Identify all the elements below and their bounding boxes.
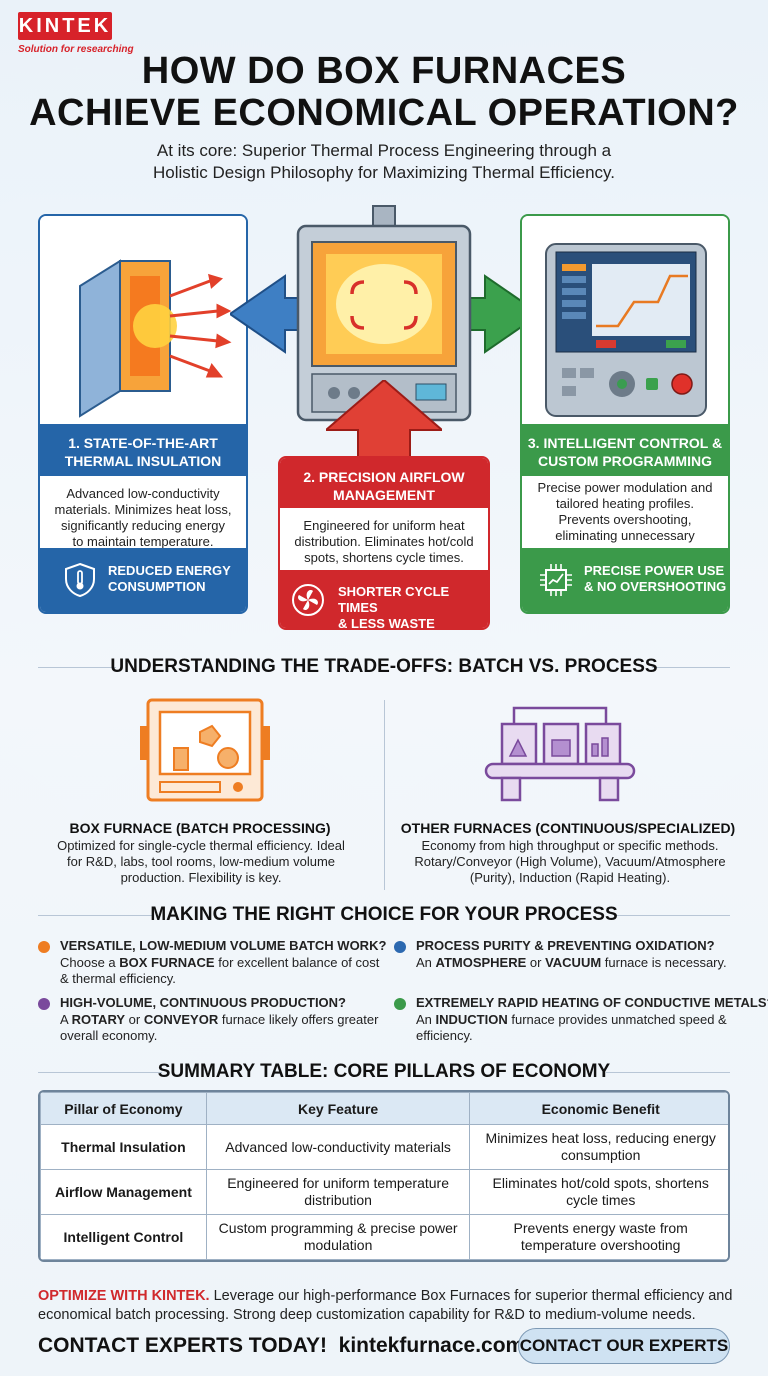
- pillar-2-body: Engineered for uniform heat distribution…: [294, 518, 474, 565]
- pillar-3-title-line-2: CUSTOM PROGRAMMING: [538, 453, 712, 469]
- subtitle-line-2: Holistic Design Philosophy for Maximizin…: [152, 163, 615, 182]
- pillar-card-insulation: 1. STATE-OF-THE-ART THERMAL INSULATION A…: [38, 214, 248, 614]
- logo-tagline: Solution for researching: [18, 44, 134, 55]
- green-bullet-icon: [394, 998, 406, 1010]
- pillar-1-body: Advanced low-conductivity materials. Min…: [54, 486, 232, 549]
- pillar-3-footer: PRECISE POWER USE & NO OVERSHOOTING: [522, 548, 728, 612]
- divider: [38, 667, 116, 668]
- blue-bullet-icon: [394, 941, 406, 953]
- choice-item-volume: HIGH-VOLUME, CONTINUOUS PRODUCTION? A RO…: [38, 995, 388, 1045]
- table-cell: Minimizes heat loss, reducing energy con…: [469, 1124, 728, 1170]
- red-up-arrow: [323, 378, 445, 461]
- fan-icon: [292, 584, 324, 616]
- choice-question: VERSATILE, LOW-MEDIUM VOLUME BATCH WORK?: [60, 938, 387, 953]
- summary-table: Pillar of Economy Key Feature Economic B…: [38, 1090, 730, 1262]
- box-furnace-title: BOX FURNACE (BATCH PROCESSING): [69, 820, 331, 836]
- page-subtitle: At its core: Superior Thermal Process En…: [60, 140, 708, 184]
- pillar-2-footer-line-2: & LESS WASTE: [338, 616, 435, 630]
- table-cell: Airflow Management: [40, 1169, 207, 1215]
- pillar-1-footer-line-2: CONSUMPTION: [108, 579, 206, 594]
- pillar-1-title-line-1: 1. STATE-OF-THE-ART: [68, 435, 218, 451]
- contact-experts-button[interactable]: CONTACT OUR EXPERTS: [518, 1328, 730, 1364]
- choice-item-batch: VERSATILE, LOW-MEDIUM VOLUME BATCH WORK?…: [38, 938, 388, 988]
- summary-heading: SUMMARY TABLE: CORE PILLARS OF ECONOMY: [157, 1061, 611, 1082]
- table-cell: Engineered for uniform temperature distr…: [205, 1169, 471, 1215]
- table-row: Airflow Management Engineered for unifor…: [40, 1169, 728, 1215]
- other-furnaces-title: OTHER FURNACES (CONTINUOUS/SPECIALIZED): [400, 820, 736, 836]
- cta-text: Leverage our high-performance Box Furnac…: [38, 1288, 733, 1323]
- title-line-1: HOW DO BOX FURNACES: [141, 50, 627, 92]
- choice-answer: A ROTARY or CONVEYOR furnace likely offe…: [60, 1012, 379, 1043]
- choice-question: PROCESS PURITY & PREVENTING OXIDATION?: [416, 938, 715, 953]
- pillar-2-title-line-2: MANAGEMENT: [333, 487, 435, 503]
- pillar-card-airflow: 2. PRECISION AIRFLOW MANAGEMENT Engineer…: [278, 456, 490, 630]
- divider: [38, 1072, 162, 1073]
- controller-illustration: [522, 216, 728, 424]
- continuous-furnace-icon: [484, 700, 636, 804]
- pillar-1-footer-line-1: REDUCED ENERGY: [108, 563, 231, 578]
- pillar-1-footer: REDUCED ENERGY CONSUMPTION: [40, 548, 246, 612]
- choice-heading: MAKING THE RIGHT CHOICE FOR YOUR PROCESS: [150, 904, 618, 925]
- box-furnace-body: Optimized for single-cycle thermal effic…: [57, 838, 345, 885]
- cta-lead: OPTIMIZE WITH KINTEK.: [38, 1288, 210, 1304]
- pillar-2-footer-line-1: SHORTER CYCLE TIMES: [338, 584, 450, 615]
- table-row: Thermal Insulation Advanced low-conducti…: [40, 1124, 728, 1170]
- table-cell: Advanced low-conductivity materials: [205, 1124, 471, 1170]
- choice-item-purity: PROCESS PURITY & PREVENTING OXIDATION? A…: [394, 938, 744, 978]
- table-cell: Thermal Insulation: [40, 1124, 207, 1170]
- kintek-logo: KINTEK: [18, 12, 112, 40]
- contact-line: CONTACT EXPERTS TODAY! kintekfurnace.com: [38, 1334, 524, 1358]
- pillar-2-title: 2. PRECISION AIRFLOW MANAGEMENT: [280, 458, 488, 508]
- cta-paragraph: OPTIMIZE WITH KINTEK. Leverage our high-…: [38, 1287, 738, 1325]
- orange-bullet-icon: [38, 941, 50, 953]
- pillar-2-footer: SHORTER CYCLE TIMES & LESS WASTE: [280, 570, 488, 630]
- column-header: Pillar of Economy: [40, 1092, 207, 1125]
- pillar-1-title: 1. STATE-OF-THE-ART THERMAL INSULATION: [40, 424, 246, 476]
- divider: [614, 915, 730, 916]
- page-title: HOW DO BOX FURNACES ACHIEVE ECONOMICAL O…: [0, 50, 768, 134]
- purple-bullet-icon: [38, 998, 50, 1010]
- column-header: Economic Benefit: [469, 1092, 728, 1125]
- choice-answer: An ATMOSPHERE or VACUUM furnace is neces…: [416, 955, 727, 970]
- table-cell: Eliminates hot/cold spots, shortens cycl…: [469, 1169, 728, 1215]
- pillar-3-title-line-1: 3. INTELLIGENT CONTROL &: [527, 435, 723, 451]
- title-line-2: ACHIEVE ECONOMICAL OPERATION?: [29, 92, 739, 134]
- subtitle-line-1: At its core: Superior Thermal Process En…: [156, 141, 612, 160]
- choice-answer: Choose a BOX FURNACE for excellent balan…: [60, 955, 380, 986]
- contact-today-text: CONTACT EXPERTS TODAY!: [38, 1334, 327, 1357]
- pillar-1-title-line-2: THERMAL INSULATION: [64, 453, 222, 469]
- pillar-3-title: 3. INTELLIGENT CONTROL & CUSTOM PROGRAMM…: [522, 424, 728, 476]
- table-cell: Custom programming & precise power modul…: [205, 1214, 471, 1260]
- choice-answer: An INDUCTION furnace provides unmatched …: [416, 1012, 727, 1043]
- choice-question: HIGH-VOLUME, CONTINUOUS PRODUCTION?: [60, 995, 346, 1010]
- table-cell: Intelligent Control: [40, 1214, 207, 1260]
- other-furnaces-body: Economy from high throughput or specific…: [414, 838, 726, 885]
- choice-question: EXTREMELY RAPID HEATING OF CONDUCTIVE ME…: [416, 995, 768, 1010]
- vertical-divider: [384, 700, 385, 890]
- table-row: Intelligent Control Custom programming &…: [40, 1214, 728, 1260]
- pillar-2-title-line-1: 2. PRECISION AIRFLOW: [303, 469, 465, 485]
- insulation-illustration: [40, 216, 246, 424]
- table-cell: Prevents energy waste from temperature o…: [469, 1214, 728, 1260]
- column-header: Key Feature: [205, 1092, 471, 1125]
- pillar-3-footer-line-2: & NO OVERSHOOTING: [584, 579, 727, 594]
- pillar-3-footer-line-1: PRECISE POWER USE: [584, 563, 725, 578]
- box-furnace-icon: [140, 696, 270, 808]
- choice-item-rapid: EXTREMELY RAPID HEATING OF CONDUCTIVE ME…: [394, 995, 768, 1045]
- divider: [606, 1072, 730, 1073]
- tradeoffs-heading: UNDERSTANDING THE TRADE-OFFS: BATCH VS. …: [110, 656, 658, 677]
- pillar-card-control: 3. INTELLIGENT CONTROL & CUSTOM PROGRAMM…: [520, 214, 730, 614]
- website-link[interactable]: kintekfurnace.com: [338, 1334, 525, 1357]
- chip-icon: [540, 564, 572, 596]
- divider: [652, 667, 730, 668]
- divider: [38, 915, 154, 916]
- thermometer-shield-icon: [65, 562, 95, 598]
